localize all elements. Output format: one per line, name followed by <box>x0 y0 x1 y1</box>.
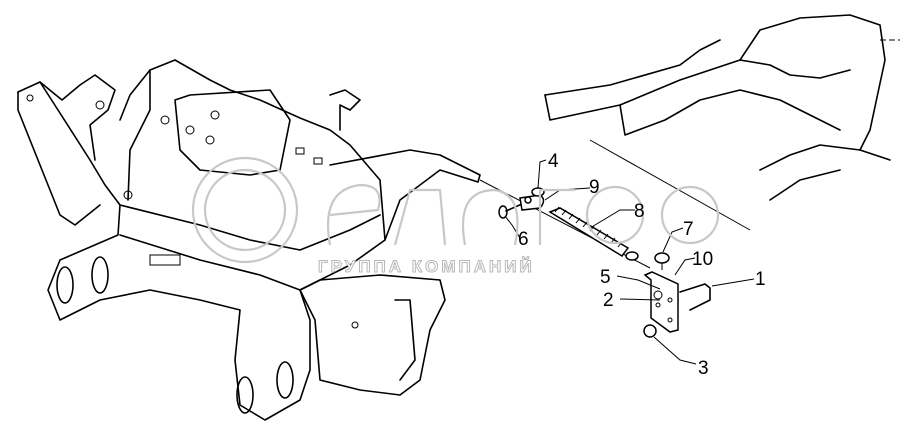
watermark-subtitle: ГРУППА КОМПАНИЙ <box>318 257 535 276</box>
callout-5: 5 <box>600 267 611 288</box>
leader-lines <box>504 159 755 365</box>
u-bolt-part-1 <box>679 283 711 311</box>
callout-2: 2 <box>603 290 614 311</box>
callout-labels: 4 9 8 6 7 10 5 1 2 3 <box>518 151 766 379</box>
spring-part-8 <box>548 206 639 261</box>
hood-cover <box>544 14 900 201</box>
cap-part-7 <box>654 252 670 270</box>
pin-part-6 <box>498 203 523 219</box>
callout-9: 9 <box>589 177 600 198</box>
callout-8: 8 <box>634 201 645 222</box>
callout-4: 4 <box>548 151 559 172</box>
callout-10: 10 <box>692 249 713 270</box>
main-frame-assembly <box>17 59 481 421</box>
nut-part-3 <box>643 324 657 338</box>
hood-edge-line <box>589 139 751 231</box>
callout-7: 7 <box>683 219 694 240</box>
belagro-watermark: ГРУППА КОМПАНИЙ <box>191 156 720 277</box>
callout-1: 1 <box>755 269 766 290</box>
callout-6: 6 <box>518 229 529 250</box>
bracket-part-10 <box>643 271 679 333</box>
callout-3: 3 <box>698 358 709 379</box>
